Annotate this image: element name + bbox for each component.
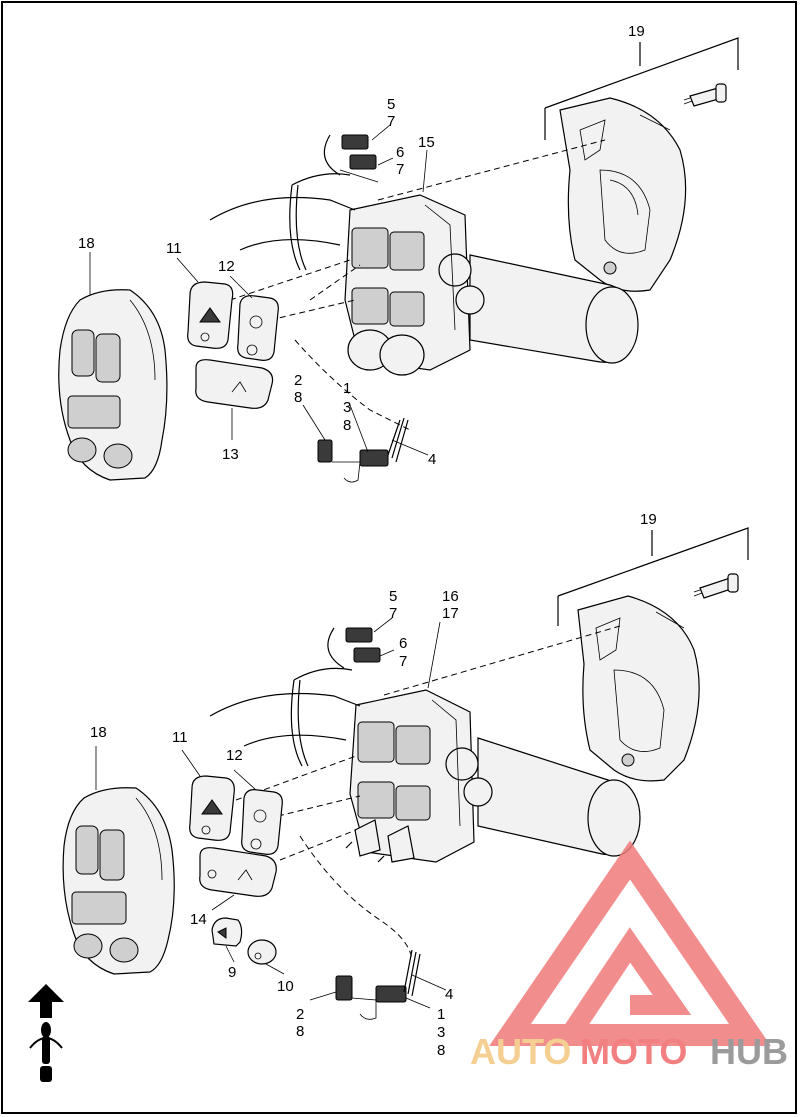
callout-label: 17 [442, 605, 459, 622]
connector-5-6 [327, 627, 381, 669]
handlebar-grip [469, 254, 639, 364]
callouts-bottom: 19 5 7 16 17 6 7 18 11 12 14 9 10 4 2 8 … [90, 511, 657, 1059]
watermark-text-hub: HUB [710, 1031, 788, 1072]
guide-line [377, 139, 606, 201]
callout-label: 14 [190, 911, 207, 928]
handlebar-grip [477, 737, 641, 857]
callout-label: 7 [396, 161, 404, 178]
callout-label: 11 [166, 240, 182, 257]
connector-1-2 [317, 417, 409, 483]
wire-a [290, 679, 303, 767]
guide-line [279, 829, 357, 861]
watermark-text-moto: MOTO [580, 1031, 687, 1072]
switch-cap-12 [241, 789, 283, 855]
wire-a [289, 184, 301, 271]
switch-cap-13 [195, 359, 274, 409]
wire-c [291, 173, 351, 186]
callout-label: 5 [387, 96, 395, 113]
callout-label: 15 [418, 134, 435, 151]
forward-arrow-icon [28, 984, 64, 1018]
callout-label: 3 [343, 399, 351, 416]
callout-bracket-19 [557, 527, 749, 626]
wire-b [295, 184, 307, 271]
callouts-top: 19 5 7 15 6 7 18 11 12 2 8 1 3 8 13 4 [78, 23, 645, 468]
housing-cover-19 [559, 97, 687, 292]
wire-b [297, 679, 309, 767]
callout-label: 1 [437, 1006, 445, 1023]
callout-label: 6 [399, 635, 407, 652]
guide-line [269, 299, 356, 321]
lower-housing-18 [58, 289, 168, 481]
guide-line [383, 625, 621, 696]
switch-cap-11 [187, 281, 234, 349]
callout-label: 18 [90, 724, 107, 741]
watermark-text-auto: AUTO [470, 1031, 571, 1072]
switch-cap-14 [199, 847, 277, 897]
rider-icon [29, 1022, 63, 1082]
callout-label: 18 [78, 235, 95, 252]
callout-label: 5 [389, 588, 397, 605]
switch-cap-11 [189, 775, 235, 841]
callout-label: 8 [437, 1042, 445, 1059]
button-10 [247, 939, 277, 965]
connector-5-6 [323, 134, 379, 183]
callout-label: 16 [442, 588, 459, 605]
callout-label: 11 [172, 729, 188, 746]
watermark-logo: AUTO MOTO HUB [470, 840, 788, 1072]
callout-label: 13 [222, 446, 239, 463]
callout-label: 2 [294, 372, 302, 389]
leaders-bottom [95, 617, 447, 1009]
button-9 [211, 917, 243, 947]
screw-19 [693, 573, 739, 599]
callout-label: 6 [396, 144, 404, 161]
leaders-top [89, 124, 429, 456]
top-view: 19 5 7 15 6 7 18 11 12 2 8 1 3 8 13 4 [58, 23, 739, 483]
callout-label: 4 [428, 451, 436, 468]
callout-bracket-19 [544, 37, 739, 140]
guide-line [294, 339, 411, 431]
callout-label: 8 [294, 389, 302, 406]
switch-cap-12 [237, 295, 279, 361]
screw-19 [683, 83, 727, 107]
callout-label: 3 [437, 1024, 445, 1041]
callout-label: 9 [228, 964, 236, 981]
callout-label: 4 [445, 986, 453, 1003]
harness-curve-b [243, 734, 347, 747]
callout-label: 1 [343, 380, 351, 397]
guide-line [299, 835, 413, 961]
guide-line [309, 264, 361, 301]
bottom-view: 19 5 7 16 17 6 7 18 11 12 14 9 10 4 2 8 … [62, 511, 749, 1059]
wire-c [293, 667, 353, 681]
callout-label: 19 [640, 511, 657, 528]
harness-curve-a [209, 196, 356, 221]
switch-module-15 [344, 194, 485, 376]
callout-label: 10 [277, 978, 294, 995]
connector-1-2 [335, 949, 421, 1020]
callout-label: 8 [296, 1023, 304, 1040]
housing-cover-19 [577, 595, 700, 782]
switch-module-16-17 [345, 689, 493, 863]
lower-housing-18 [62, 787, 175, 975]
callout-label: 2 [296, 1006, 304, 1023]
harness-curve-b [239, 238, 341, 251]
callout-label: 7 [387, 113, 395, 130]
callout-label: 7 [389, 605, 397, 622]
guide-line [229, 259, 351, 301]
callout-label: 7 [399, 653, 407, 670]
callout-label: 19 [628, 23, 645, 40]
callout-label: 12 [226, 747, 243, 764]
callout-label: 12 [218, 258, 235, 275]
harness-curve-a [209, 692, 361, 717]
callout-label: 8 [343, 417, 351, 434]
guide-line [277, 795, 361, 817]
